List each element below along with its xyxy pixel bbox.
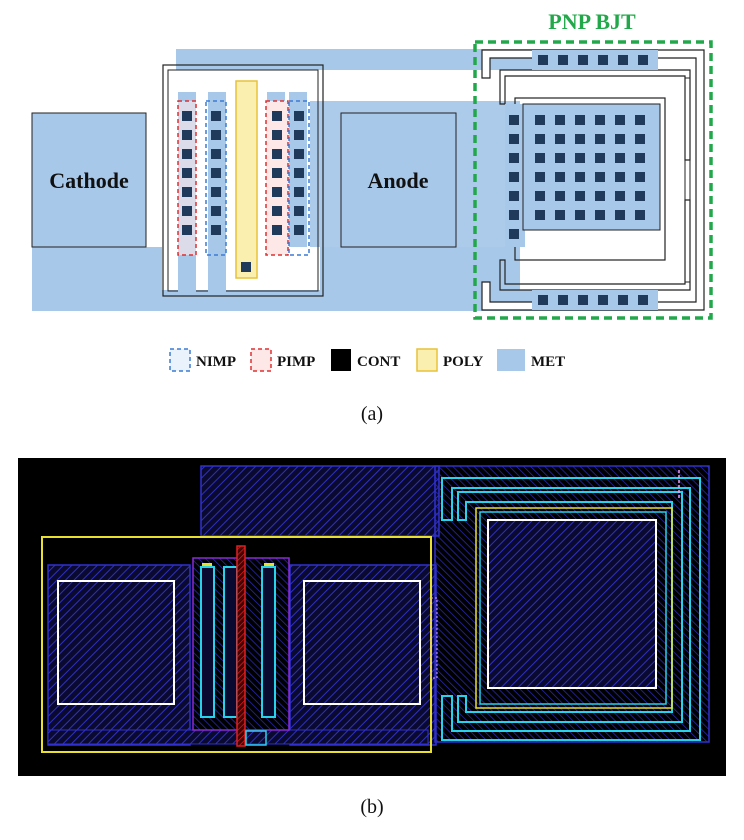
- pnp-outer-ring: [481, 49, 705, 311]
- poly-gate: [235, 80, 258, 279]
- layout-small-yellow-1: [202, 563, 212, 566]
- metal-left-bottom: [32, 247, 162, 311]
- layout-bjt-left-link: [430, 597, 438, 679]
- layout-anode-pad: [303, 580, 421, 705]
- legend-label-pimp: PIMP: [277, 354, 315, 370]
- layout-bjt-ring-outer: [441, 477, 701, 741]
- layout-small-yellow-2: [264, 563, 274, 566]
- pnp-contacts: [509, 55, 648, 305]
- legend-label-met: MET: [531, 354, 565, 370]
- layout-bjt-ring-middle: [457, 491, 683, 723]
- nimp-region-left: [205, 100, 227, 256]
- poly-contact: [241, 262, 251, 272]
- layout-finger-2: [223, 566, 238, 718]
- legend-label-cont: CONT: [357, 354, 400, 370]
- layout-bjt-base-ring: [475, 507, 673, 709]
- layout-metal-top: [200, 465, 440, 537]
- layout-poly-pad: [245, 730, 267, 746]
- device-contacts: [182, 111, 304, 235]
- legend-swatch-pimp: [250, 348, 272, 372]
- pnp-bjt-label: PNP BJT: [548, 9, 636, 34]
- layout-bjt-base-inner: [479, 511, 667, 705]
- legend: NIMP PIMP CONT POLY MET: [169, 348, 565, 372]
- anode-pad: [340, 112, 457, 248]
- layout-finger-3: [261, 566, 276, 718]
- cathode-label: Cathode: [49, 168, 129, 193]
- legend-swatch-poly: [416, 348, 438, 372]
- cathode-pad: [31, 112, 147, 248]
- device-outer-box: [162, 64, 324, 297]
- pnp-outer-ring-right: [684, 77, 691, 283]
- schematic-layout-a: Cathode Anode PNP BJT: [31, 9, 713, 320]
- anode-label: Anode: [367, 168, 428, 193]
- layout-cathode-pad: [57, 580, 175, 705]
- cad-layout-b: [18, 458, 726, 776]
- legend-label-poly: POLY: [443, 354, 483, 370]
- legend-swatch-met: [497, 349, 525, 371]
- legend-swatch-cont: [331, 349, 351, 371]
- legend-swatch-nimp: [169, 348, 191, 372]
- layout-finger-1: [200, 566, 215, 718]
- layout-bjt-emitter: [487, 519, 657, 689]
- pnp-bjt-boundary: [473, 40, 713, 320]
- caption-b: (b): [360, 796, 383, 818]
- legend-label-nimp: NIMP: [196, 354, 236, 370]
- device-inner-box: [167, 69, 319, 292]
- nimp-region-right: [288, 100, 310, 256]
- layout-poly-gate: [236, 545, 246, 747]
- caption-a: (a): [361, 403, 383, 425]
